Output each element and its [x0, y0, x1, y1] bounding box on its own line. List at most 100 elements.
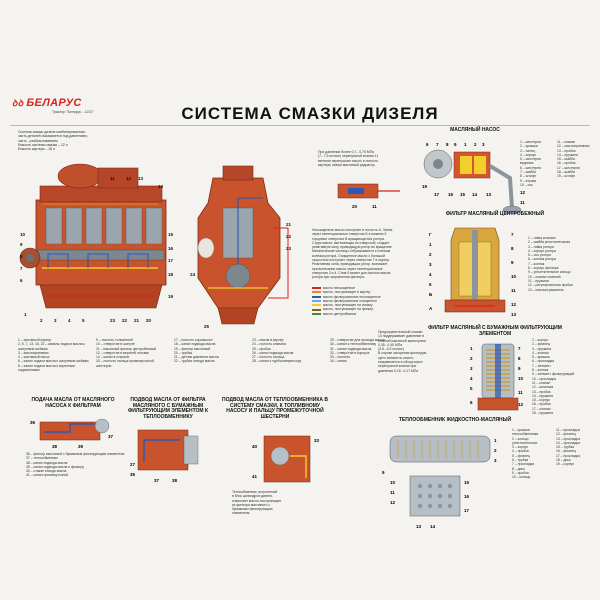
legend-item: масло, поступающее в картер — [312, 290, 422, 294]
part-item: 3 – палец — [520, 148, 536, 153]
part-item: 14 – пружина — [532, 393, 553, 398]
svg-text:15: 15 — [464, 480, 470, 485]
part-item: 16 – пробка — [532, 402, 551, 407]
part-item: 5 – шестерня ведомая — [520, 157, 541, 166]
part-item: 15 – шайба — [557, 157, 575, 162]
part-item: 9 – полость толкателей — [96, 338, 133, 342]
part-item: 2 – шайба уплотнительная — [528, 240, 571, 245]
part-item: 9 – уплотнительное кольцо — [528, 270, 571, 275]
part-item: 2 – кольцо уплотнительное — [512, 436, 538, 445]
callout-line: через тангенциальные отверстия Б в нижне… — [312, 232, 387, 237]
callout-number: 19 — [168, 294, 174, 299]
callout-number: 8 — [20, 254, 23, 259]
svg-text:37: 37 — [108, 434, 114, 439]
callout-line: отверстия 3 и 4. Слив 5 может для очистк… — [312, 270, 391, 275]
svg-text:12: 12 — [520, 190, 526, 195]
part-item: 30 – канал к теплообменнику — [330, 342, 377, 347]
callout-number: 25 — [204, 324, 210, 329]
legend-swatch — [312, 291, 321, 294]
svg-text:8: 8 — [511, 246, 514, 251]
svg-text:3: 3 — [494, 458, 497, 463]
paper-filter-note: Предохранительный клапан 14 поддерживает… — [378, 330, 464, 373]
part-item: 1 – гайка колпака — [528, 236, 556, 240]
part-item: 41 – канал промежуточной — [26, 473, 69, 478]
callout-number: 10 — [20, 232, 26, 237]
callout-number: 23 — [110, 318, 116, 323]
callout-number: 20 — [146, 318, 152, 323]
callout-line: Реактивная сила, приводящая ротор, возни… — [312, 262, 388, 267]
part-item: 10 – клапан сливной — [528, 274, 561, 279]
svg-text:13: 13 — [486, 192, 492, 197]
legend-item: масло, поступающее на фильтр — [312, 307, 422, 311]
part-item: 19 – штифт — [557, 174, 575, 179]
svg-text:9: 9 — [511, 260, 514, 265]
svg-text:19: 19 — [422, 184, 428, 189]
part-item: 17 – полость коромысел — [174, 338, 213, 342]
color-legend: масло неочищенное масло, поступающее в к… — [312, 286, 422, 316]
svg-text:33: 33 — [314, 438, 320, 443]
part-item: 23 – масла в картер — [252, 338, 284, 342]
svg-text:7: 7 — [511, 232, 514, 237]
part-item: 13 – пробка — [557, 148, 576, 153]
svg-text:14: 14 — [472, 192, 478, 197]
svg-text:7: 7 — [436, 142, 439, 147]
part-item: 36 – фильтр масляный с бумажным фильтрую… — [26, 452, 125, 456]
part-item: 7 – элемент — [532, 363, 551, 368]
svg-text:2: 2 — [429, 252, 432, 257]
callout-line: реактивную силу, приводящую ротор во вра… — [312, 245, 393, 250]
svg-text:3: 3 — [470, 366, 473, 371]
part-item: 5 – крышка — [532, 355, 550, 360]
svg-text:1: 1 — [464, 142, 467, 147]
callout-number: 2 — [40, 318, 43, 323]
svg-text:11: 11 — [390, 490, 395, 495]
brand-mark-icon: ꝺꝺ — [12, 98, 24, 108]
svg-text:12: 12 — [511, 302, 517, 307]
callout-line: Струя масла, вытекающая из отверстий, со… — [312, 240, 390, 245]
svg-text:35: 35 — [130, 472, 136, 477]
note-line: 0,35...0,45 МПа — [378, 342, 403, 347]
part-item: 12 – регулировочная пробка — [528, 283, 573, 288]
svg-text:38: 38 — [52, 444, 58, 449]
svg-text:9: 9 — [382, 470, 385, 475]
part-item: 9 – пробка — [512, 470, 529, 475]
intro-line: Емкость системы смазки – 22 л — [18, 142, 68, 147]
svg-text:6: 6 — [470, 400, 473, 405]
supply-filter-title: ПОДВОД МАСЛА ОТ ФИЛЬТРА МАСЛЯНОГО С БУМА… — [127, 397, 209, 420]
legend-item: масло неочищенное — [312, 286, 422, 290]
part-item: 13 – пробка — [532, 389, 551, 394]
part-item: 1 – масляный картер — [18, 338, 52, 342]
svg-text:3: 3 — [429, 262, 432, 267]
part-item: 27 – полость пальца — [252, 355, 285, 360]
part-item: 28 – канал к турбокомпрессору — [252, 359, 302, 364]
part-item: 6 – шестерня — [520, 165, 541, 170]
svg-text:27: 27 — [130, 462, 136, 467]
part-item: 24 – полость клапана — [252, 342, 286, 347]
svg-text:15: 15 — [460, 192, 466, 197]
part-item: 14 – канал в стержне — [96, 355, 130, 360]
callout-number: 15 — [168, 232, 174, 237]
callout-number: 6 — [20, 278, 23, 283]
intro-line: Система смазки дизеля комбинированная: — [18, 130, 86, 134]
part-item: 11 – прокладка — [556, 428, 580, 432]
part-item: 32 – отверстие в корпусе — [330, 350, 370, 355]
part-item: 11 – масляный фильтр центробежный — [96, 346, 156, 351]
svg-text:40: 40 — [252, 444, 258, 449]
callout-number: 17 — [168, 258, 174, 263]
part-item: 4 – пробка — [512, 449, 529, 454]
part-item: 4 – масляный насос — [18, 355, 50, 360]
part-item: 2 – крышка — [520, 144, 538, 149]
engine-cutaway-diagram: 10 9 8 7 6 1 2 3 4 5 11 12 13 14 15 16 1… — [19, 163, 292, 329]
callout-number: 23 — [286, 246, 292, 251]
part-item: 22 – трубка отвода масла — [174, 359, 215, 364]
svg-text:12: 12 — [518, 402, 524, 407]
part-item: 8 – корпус фильтра — [528, 266, 559, 271]
callout-number: 21 — [134, 318, 140, 323]
part-item: 6 – канал подачи масла к шатунным шейкам — [18, 359, 89, 364]
svg-text:12: 12 — [390, 500, 396, 505]
supply-pump-title: ПОДАЧА МАСЛА ОТ МАСЛЯНОГО НАСОСА К ФИЛЬТ… — [31, 397, 115, 409]
part-item: 12 – маслоприемник — [557, 144, 590, 149]
